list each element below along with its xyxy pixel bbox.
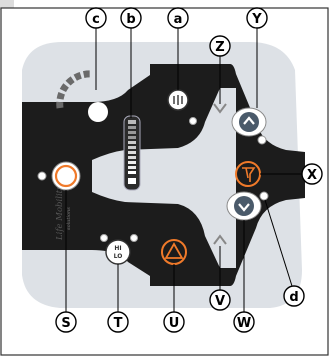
- callout-V: V: [209, 246, 231, 311]
- speed-down-indicator: [259, 191, 269, 201]
- brand-line2: solutions: [66, 207, 72, 230]
- callout-a-label: a: [174, 12, 183, 27]
- chevron-down-icon: [238, 203, 250, 212]
- callout-Z-label: Z: [215, 40, 224, 55]
- corner-strip: [0, 0, 14, 10]
- center-cutout: [92, 88, 236, 268]
- horn-button[interactable]: [235, 161, 261, 187]
- brand-logo: Life Mobility solutions: [55, 185, 72, 241]
- hazard-button[interactable]: [161, 239, 187, 265]
- callout-S: S: [55, 190, 77, 333]
- brand-line1: Life Mobility: [55, 185, 65, 241]
- callout-V-label: V: [215, 294, 225, 309]
- power-button[interactable]: [51, 161, 81, 191]
- callout-W: W: [233, 220, 255, 333]
- callout-X: X: [260, 163, 323, 185]
- callout-T: T: [107, 264, 129, 333]
- callout-c: c: [85, 7, 107, 90]
- callout-T-label: T: [114, 316, 123, 331]
- hazard-triangle-icon: [164, 242, 184, 259]
- headlight-indicator: [189, 117, 197, 125]
- callout-Y-label: Y: [251, 12, 262, 27]
- callout-d-label: d: [289, 290, 298, 305]
- speed-up-indicator: [257, 135, 267, 145]
- callout-b: b: [120, 7, 142, 118]
- power-icon: [54, 164, 78, 188]
- callout-U-label: U: [169, 316, 180, 331]
- headlight-icon: [173, 95, 183, 105]
- hi-indicator: [100, 234, 108, 242]
- callout-W-label: W: [237, 316, 251, 331]
- callout-X-label: X: [307, 168, 317, 183]
- horn-icon: [242, 167, 256, 182]
- lo-indicator: [130, 234, 138, 242]
- callout-Z: Z: [209, 35, 231, 104]
- chevron-down-icon: [213, 103, 227, 114]
- callout-U: U: [163, 264, 185, 333]
- speed-down-button[interactable]: [226, 191, 262, 221]
- callout-Y: Y: [246, 7, 268, 108]
- callout-a: a: [167, 7, 189, 90]
- battery-gauge-icon: [123, 115, 141, 191]
- callout-c-label: c: [92, 12, 100, 27]
- callout-S-label: S: [61, 316, 70, 331]
- power-indicator: [37, 171, 47, 181]
- callout-d: d: [264, 199, 305, 307]
- speed-arc-icon: [56, 70, 108, 122]
- headlight-button[interactable]: [167, 89, 189, 111]
- lo-label: LO: [114, 253, 123, 260]
- speed-up-button[interactable]: [231, 107, 267, 137]
- chevron-up-icon: [243, 116, 255, 125]
- hi-label: HI: [114, 245, 121, 252]
- callout-b-label: b: [126, 12, 135, 27]
- hi-lo-button[interactable]: HI LO: [105, 239, 131, 265]
- chevron-up-icon: [213, 234, 227, 245]
